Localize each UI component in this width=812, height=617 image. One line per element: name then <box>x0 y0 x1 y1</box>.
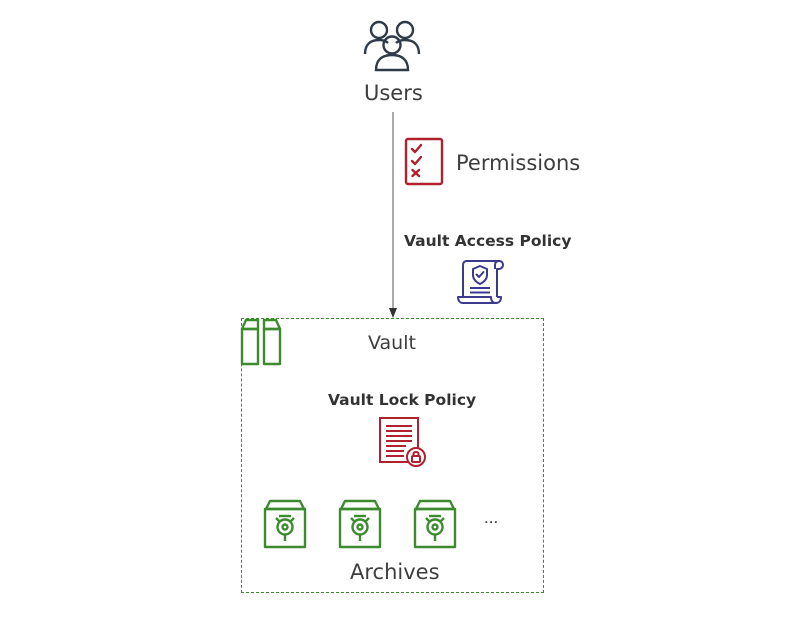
users-node <box>362 18 422 74</box>
archive-icon <box>338 499 382 549</box>
locked-document-icon <box>379 417 426 467</box>
users-label: Users <box>364 81 423 105</box>
lock-policy-node <box>378 416 430 468</box>
lock-policy-label: Vault Lock Policy <box>328 391 477 409</box>
users-to-vault-arrow <box>389 112 397 318</box>
access-policy-label: Vault Access Policy <box>404 232 572 250</box>
users-icon <box>363 20 421 72</box>
checklist-icon <box>404 137 444 186</box>
vault-label: Vault <box>368 332 416 354</box>
permissions-node <box>404 137 446 187</box>
archive-icon <box>413 499 457 549</box>
access-policy-node <box>455 257 507 307</box>
archive-icon <box>263 499 307 549</box>
archive-item-1 <box>262 499 308 551</box>
vault-container <box>241 318 544 593</box>
archive-item-2 <box>337 499 383 551</box>
policy-scroll-icon <box>457 260 504 304</box>
archives-ellipsis: ... <box>484 508 499 527</box>
archives-label: Archives <box>350 560 440 584</box>
archive-item-3 <box>412 499 458 551</box>
vault-icon-wrap <box>240 317 282 367</box>
vault-icon <box>240 318 282 366</box>
permissions-label: Permissions <box>456 151 581 175</box>
